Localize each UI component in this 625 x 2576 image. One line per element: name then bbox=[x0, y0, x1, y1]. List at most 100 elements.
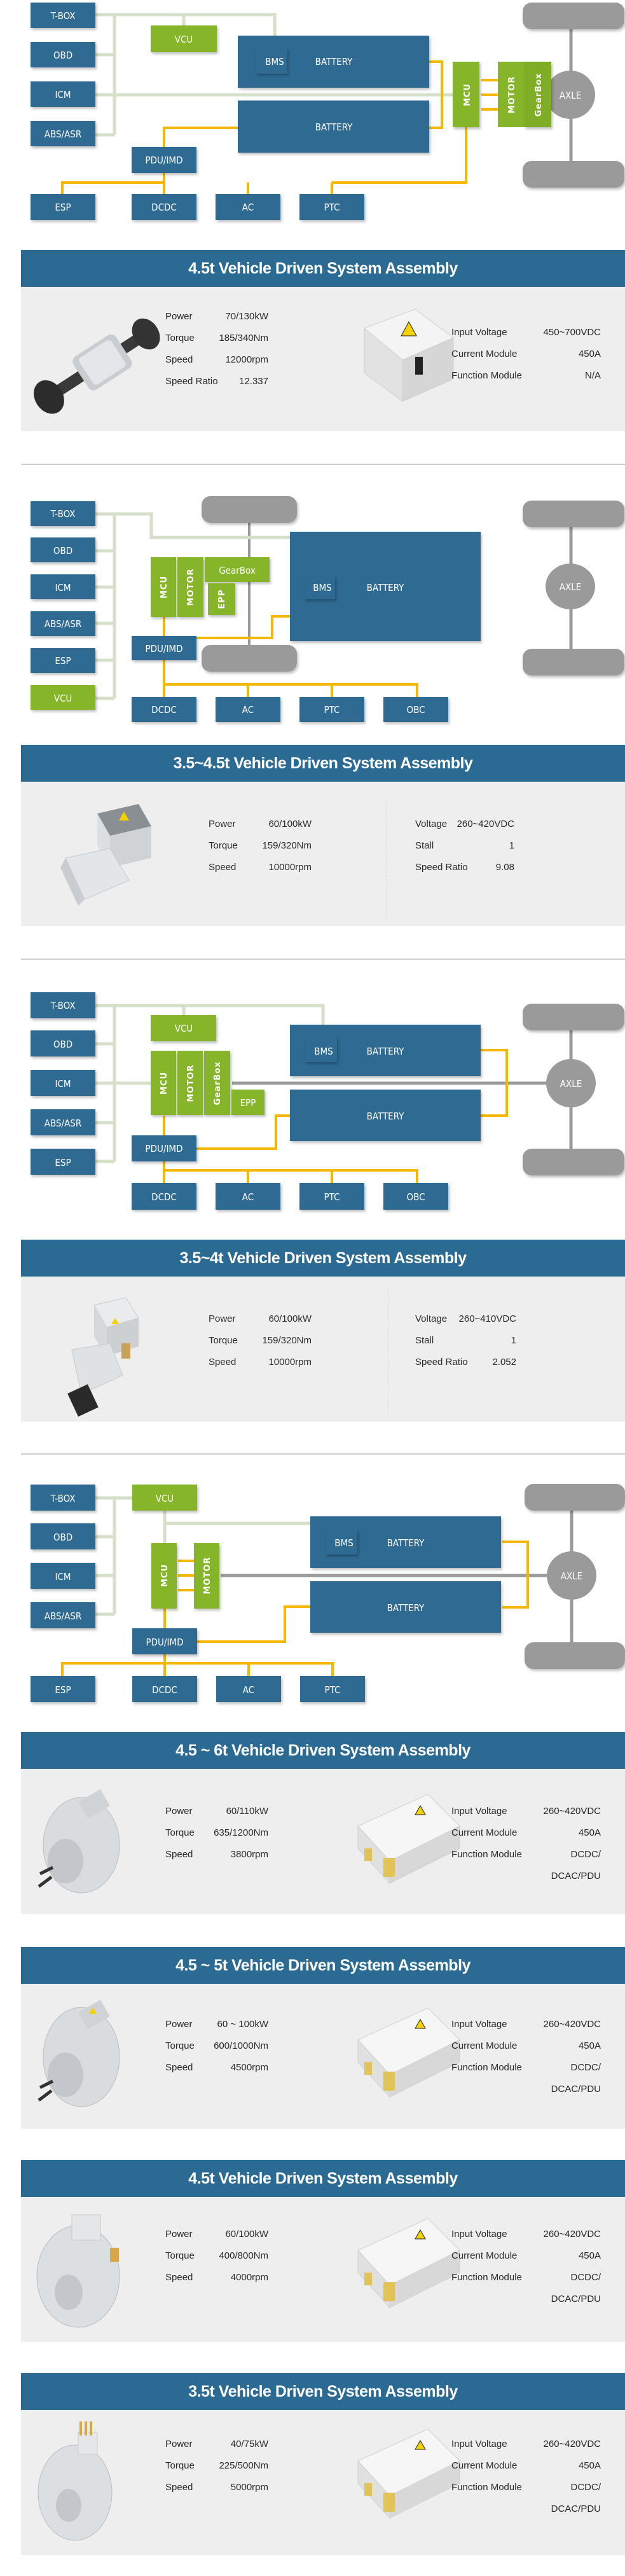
svg-text:BATTERY: BATTERY bbox=[367, 1046, 404, 1057]
axle-assembly: AXLE bbox=[523, 3, 624, 188]
svg-text:ESP: ESP bbox=[55, 655, 71, 667]
motor-controller-image bbox=[357, 2428, 460, 2519]
svg-text:DCDC: DCDC bbox=[151, 202, 177, 213]
svg-text:ICM: ICM bbox=[55, 89, 71, 100]
node-battery: BMS BATTERY bbox=[290, 532, 481, 641]
spec-separator bbox=[388, 1289, 389, 1413]
node-gearbox: GearBox bbox=[204, 1051, 230, 1115]
svg-text:OBD: OBD bbox=[53, 1039, 72, 1050]
svg-text:BMS: BMS bbox=[314, 1046, 333, 1057]
wheel-rear-top bbox=[523, 501, 624, 527]
svg-text:ICM: ICM bbox=[55, 1078, 71, 1090]
node-motor: MOTOR bbox=[177, 557, 203, 617]
svg-text:EPP: EPP bbox=[217, 590, 227, 609]
svg-text:ESP: ESP bbox=[55, 202, 71, 213]
node-pdu-imd: PDU/IMD bbox=[132, 1628, 197, 1654]
axle-label: AXLE bbox=[560, 1078, 582, 1090]
node-ptc: PTC bbox=[300, 1676, 365, 1702]
svg-text:ESP: ESP bbox=[55, 1157, 71, 1168]
node-pdu-imd: PDU/IMD bbox=[132, 636, 196, 660]
node-tbox: T-BOX bbox=[31, 1485, 95, 1511]
wheel-top bbox=[525, 1484, 625, 1511]
svg-text:OBC: OBC bbox=[406, 704, 425, 716]
svg-text:AC: AC bbox=[242, 202, 254, 213]
node-mcu: MCU bbox=[151, 557, 176, 617]
section-header: 4.5 ~ 6t Vehicle Driven System Assembly bbox=[21, 1732, 625, 1769]
svg-text:BMS: BMS bbox=[265, 56, 284, 67]
node-icm: ICM bbox=[31, 574, 95, 599]
node-obd: OBD bbox=[31, 42, 95, 67]
node-ac: AC bbox=[216, 697, 280, 722]
section-header: 4.5 ~ 5t Vehicle Driven System Assembly bbox=[21, 1947, 625, 1984]
node-mcu: MCU bbox=[151, 1051, 176, 1115]
node-obd: OBD bbox=[31, 1523, 95, 1549]
svg-text:OBD: OBD bbox=[53, 50, 72, 61]
svg-text:BATTERY: BATTERY bbox=[315, 56, 353, 67]
wheel-bottom bbox=[523, 1149, 624, 1175]
svg-text:PTC: PTC bbox=[324, 1191, 340, 1203]
node-esp: ESP bbox=[31, 194, 95, 220]
svg-text:ABS/ASR: ABS/ASR bbox=[45, 1118, 82, 1129]
svg-text:ABS/ASR: ABS/ASR bbox=[45, 128, 82, 140]
node-abs-asr: ABS/ASR bbox=[31, 1109, 95, 1135]
svg-text:PDU/IMD: PDU/IMD bbox=[146, 643, 183, 654]
node-bms bbox=[326, 1529, 357, 1555]
node-dcdc: DCDC bbox=[132, 1183, 196, 1210]
node-abs-asr: ABS/ASR bbox=[31, 121, 95, 146]
axle-node bbox=[546, 71, 595, 119]
svg-text:VCU: VCU bbox=[156, 1493, 174, 1504]
wheel-rear-bottom bbox=[523, 649, 624, 675]
node-tbox: T-BOX bbox=[31, 992, 95, 1018]
svg-text:VCU: VCU bbox=[54, 693, 72, 704]
node-bms bbox=[305, 1037, 337, 1062]
hv-power-lines bbox=[61, 1541, 529, 1676]
spec-row: DCAC/PDU bbox=[551, 1871, 601, 1881]
drive-motor-image bbox=[38, 1789, 120, 1894]
node-mcu: MCU bbox=[453, 62, 479, 127]
motor-controller-image bbox=[357, 2007, 460, 2098]
drive-axle-assembly-image bbox=[34, 318, 160, 414]
node-obd: OBD bbox=[31, 1030, 95, 1056]
node-motor: MOTOR bbox=[177, 1051, 203, 1115]
node-ptc: PTC bbox=[299, 1183, 364, 1210]
node-bms bbox=[305, 576, 335, 599]
node-ac: AC bbox=[216, 1183, 280, 1210]
svg-text:AC: AC bbox=[243, 1684, 254, 1696]
svg-text:MOTOR: MOTOR bbox=[507, 76, 517, 114]
node-icm: ICM bbox=[31, 1563, 95, 1589]
node-bms bbox=[256, 48, 287, 74]
svg-text:PDU/IMD: PDU/IMD bbox=[146, 155, 183, 166]
axle-node bbox=[547, 1551, 596, 1600]
node-ac: AC bbox=[216, 1676, 281, 1702]
wheel-bottom bbox=[525, 1642, 625, 1669]
node-esp: ESP bbox=[31, 648, 95, 673]
wheel-bottom bbox=[523, 161, 624, 188]
section-header: 3.5t Vehicle Driven System Assembly bbox=[21, 2373, 625, 2410]
wheel-top bbox=[523, 3, 624, 29]
node-obd: OBD bbox=[31, 537, 95, 562]
section-divider bbox=[21, 959, 625, 960]
svg-text:BATTERY: BATTERY bbox=[367, 582, 404, 593]
can-bus-lines bbox=[95, 512, 324, 700]
svg-text:OBD: OBD bbox=[53, 545, 72, 557]
node-ptc: PTC bbox=[299, 697, 364, 722]
node-battery-1: BMS BATTERY bbox=[290, 1025, 481, 1076]
